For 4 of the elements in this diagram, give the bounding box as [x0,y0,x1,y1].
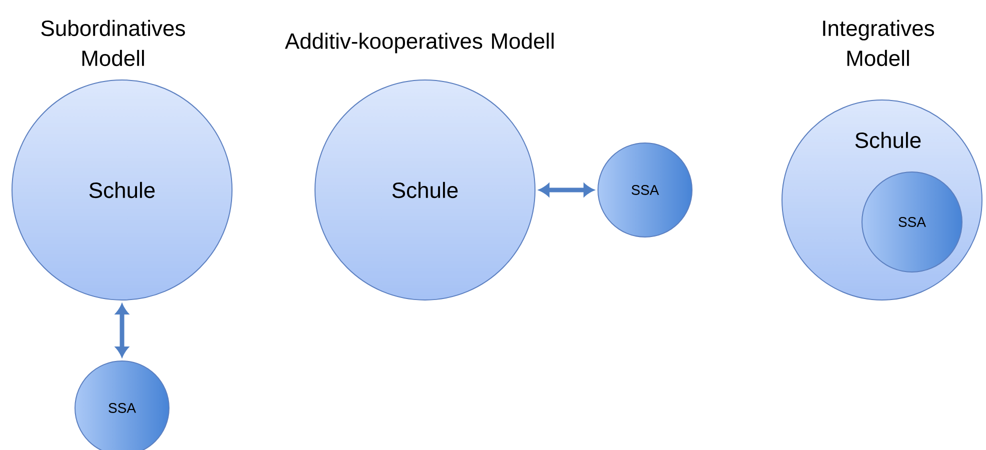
double-arrow [539,184,594,196]
model-heading: Integratives Modell [823,20,934,66]
double-arrow [116,304,128,357]
model-heading: Additiv-kooperatives Modell [284,32,554,54]
